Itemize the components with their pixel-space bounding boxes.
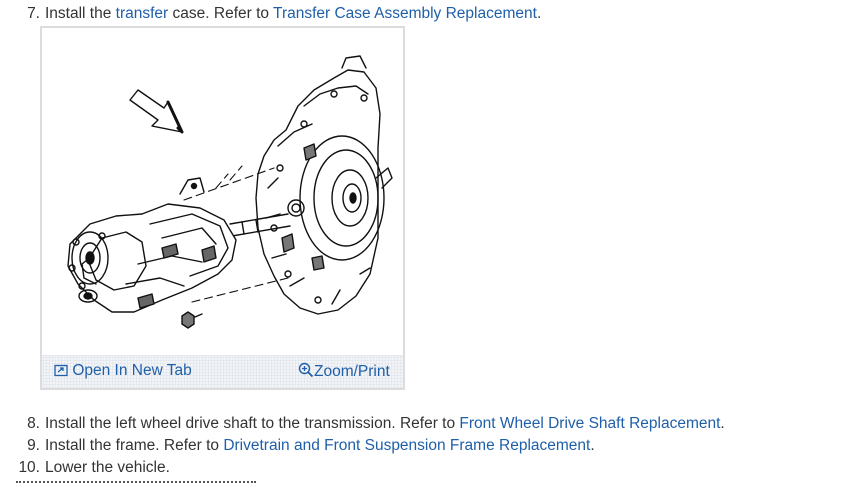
transfer-link[interactable]: transfer — [115, 5, 169, 22]
step-text: . — [536, 5, 542, 22]
transfer-case-replacement-link[interactable]: Transfer Case Assembly Replacement — [273, 5, 537, 22]
step-text: . — [720, 415, 725, 432]
drivetrain-frame-replacement-link[interactable]: Drivetrain and Front Suspension Frame Re… — [223, 437, 591, 454]
output-shaft — [229, 213, 291, 237]
step-9: 9. Install the frame. Refer to Drivetrain… — [18, 436, 595, 456]
step-text: Install the frame. Refer to — [45, 437, 224, 454]
step-text: . — [590, 437, 595, 454]
direction-arrow-icon — [129, 89, 184, 134]
transfer-case — [67, 177, 237, 329]
step-text: Lower the vehicle. — [45, 459, 170, 476]
step-8: 8. Install the left wheel drive shaft to … — [18, 414, 725, 434]
step-number: 8. — [27, 415, 40, 432]
step-number: 9. — [27, 437, 40, 454]
alignment-lines — [183, 165, 289, 303]
open-in-new-tab-button[interactable]: Open In New Tab — [54, 362, 192, 380]
figure-footer: Open In New Tab Zoom/Print — [42, 355, 403, 388]
open-in-new-tab-label: Open In New Tab — [72, 362, 192, 379]
step-10: 10. Lower the vehicle. — [18, 458, 170, 478]
figure-panel: Open In New Tab Zoom/Print — [40, 26, 405, 390]
front-wheel-drive-shaft-replacement-link[interactable]: Front Wheel Drive Shaft Replacement — [459, 415, 721, 432]
step-7: 7. Install the transfer case. Refer to Tr… — [18, 4, 541, 24]
step-text: case. Refer to — [168, 5, 274, 22]
zoom-print-button[interactable]: Zoom/Print — [298, 362, 390, 381]
step-text: Install the — [45, 5, 116, 22]
open-new-tab-icon — [54, 364, 68, 377]
transfer-case-illustration — [67, 55, 393, 329]
next-step-cutoff — [0, 481, 300, 487]
step-number: 7. — [27, 5, 40, 22]
cut-off-text-fragment — [16, 481, 256, 485]
transmission-housing — [255, 55, 393, 315]
step-text: Install the left wheel drive shaft to th… — [45, 415, 460, 432]
step-number: 10. — [18, 459, 40, 476]
zoom-icon — [298, 362, 314, 378]
zoom-print-label: Zoom/Print — [314, 363, 390, 380]
